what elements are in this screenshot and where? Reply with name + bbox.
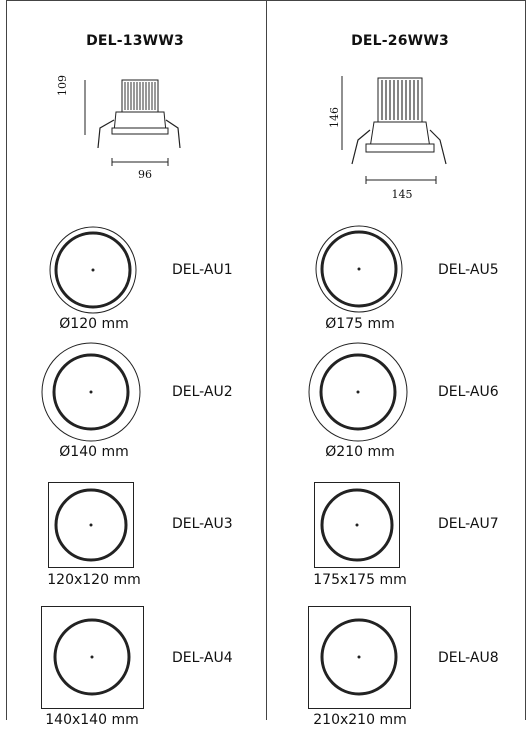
column-1-title: DEL-13WW3 [86,33,184,49]
variant-code: DEL-AU3 [172,516,233,532]
variant-size: 120x120 mm [47,572,141,588]
variant-code: DEL-AU7 [438,516,499,532]
square-trim-icon [48,482,134,568]
square-trim-icon [314,482,400,568]
round-trim-icon [49,226,137,314]
recessed-downlight-drawing [341,76,447,184]
round-trim-icon [41,342,141,442]
variant-size: Ø140 mm [59,444,129,460]
column-2-title: DEL-26WW3 [351,33,449,49]
variant-size: 210x210 mm [313,712,407,728]
round-trim-icon [315,225,403,313]
height-dimension: 146 [328,107,341,128]
variant-code: DEL-AU6 [438,384,499,400]
variant-code: DEL-AU5 [438,262,499,278]
height-dimension: 109 [56,75,69,96]
variant-size: Ø120 mm [59,316,129,332]
variant-code: DEL-AU2 [172,384,233,400]
variant-code: DEL-AU1 [172,262,233,278]
round-trim-icon [308,342,408,442]
variant-size: Ø210 mm [325,444,395,460]
variant-size: 175x175 mm [313,572,407,588]
variant-code: DEL-AU4 [172,650,233,666]
square-trim-icon [41,606,144,709]
recessed-downlight-drawing [84,79,181,166]
variant-size: 140x140 mm [45,712,139,728]
width-dimension: 96 [138,168,152,181]
square-trim-icon [308,606,411,709]
variant-size: Ø175 mm [325,316,395,332]
variant-code: DEL-AU8 [438,650,499,666]
width-dimension: 145 [391,188,413,201]
